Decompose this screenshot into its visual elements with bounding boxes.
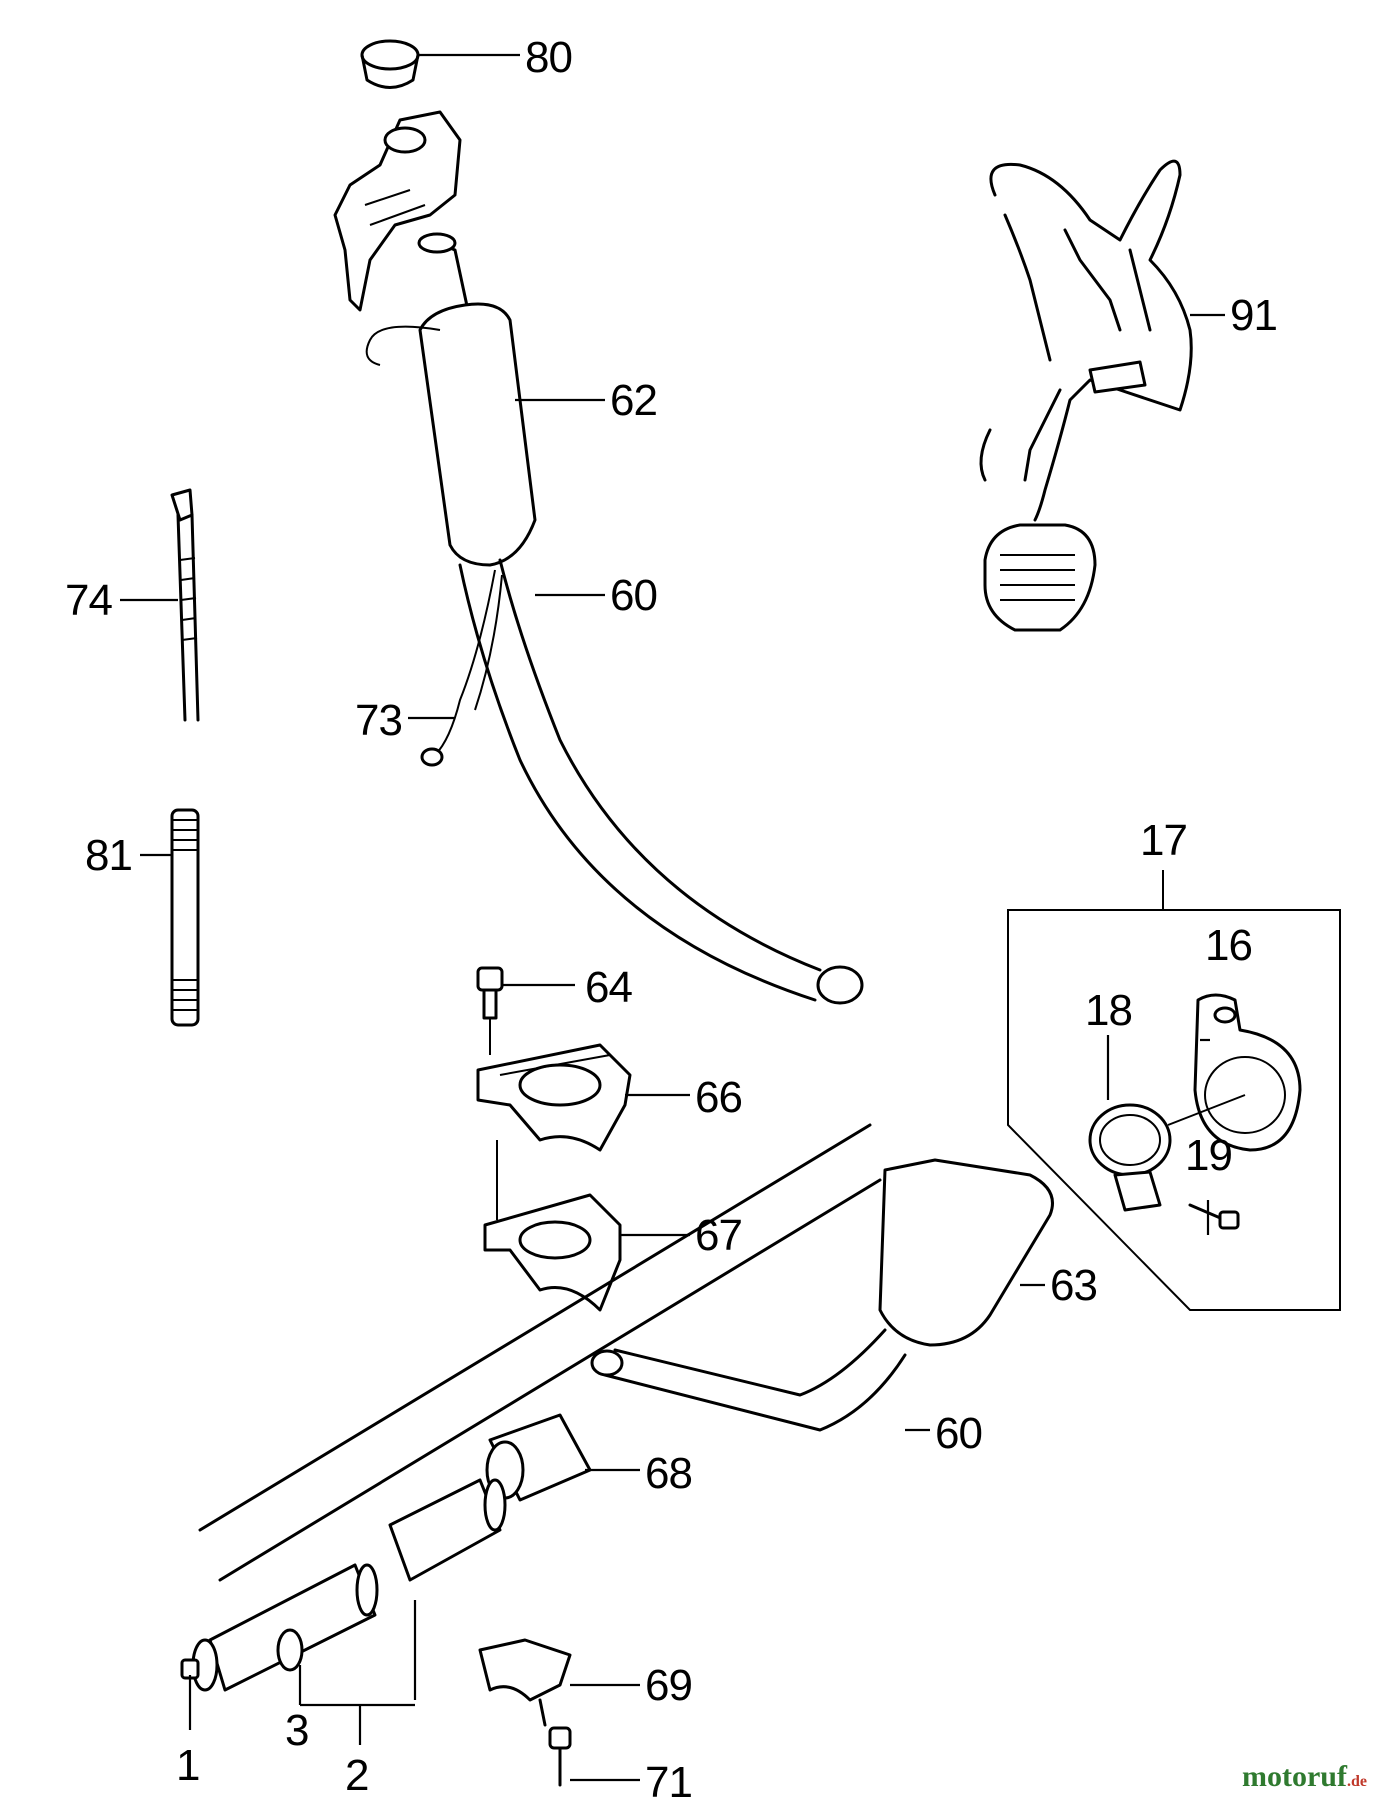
label-81: 81	[85, 831, 132, 880]
stud-bolt-81	[170, 808, 200, 1027]
label-66: 66	[695, 1073, 742, 1122]
clamp-67	[483, 1140, 622, 1312]
label-80: 80	[525, 33, 572, 82]
label-64: 64	[585, 963, 632, 1012]
loop-handle	[365, 232, 864, 1005]
label-91: 91	[1230, 291, 1277, 340]
leader-lines	[120, 53, 1225, 1782]
label-63: 63	[1050, 1261, 1097, 1310]
watermark-logo: motoruf.de	[1242, 1760, 1367, 1793]
bolt-71	[548, 1726, 572, 1787]
clamp-66	[476, 1043, 632, 1152]
label-71: 71	[645, 1758, 692, 1800]
label-73: 73	[355, 696, 402, 745]
label-19: 19	[1185, 1131, 1232, 1180]
label-62: 62	[610, 376, 657, 425]
label-16: 16	[1205, 921, 1252, 970]
label-67: 67	[695, 1211, 742, 1260]
throttle-housing	[333, 110, 462, 312]
assembly-17	[1007, 870, 1341, 1311]
bolt-64	[476, 966, 504, 1055]
label-68: 68	[645, 1449, 692, 1498]
label-1: 1	[176, 1741, 199, 1790]
label-69: 69	[645, 1661, 692, 1710]
part-labels: 80 91 62 74 60 73 81 17 16 18 64 66 67 1…	[65, 33, 1278, 1800]
label-74: 74	[65, 576, 112, 625]
label-17: 17	[1140, 816, 1187, 865]
clamp-69	[478, 1638, 572, 1727]
cap-80	[360, 39, 420, 89]
label-18: 18	[1085, 986, 1132, 1035]
cable-tie-74	[170, 488, 200, 722]
label-60-upper: 60	[610, 571, 657, 620]
harness-91	[979, 159, 1193, 632]
label-2: 2	[345, 1751, 368, 1800]
main-shaft	[198, 1123, 1054, 1582]
label-3: 3	[285, 1706, 308, 1755]
label-60-lower: 60	[935, 1409, 982, 1458]
drive-shaft	[180, 1478, 507, 1692]
